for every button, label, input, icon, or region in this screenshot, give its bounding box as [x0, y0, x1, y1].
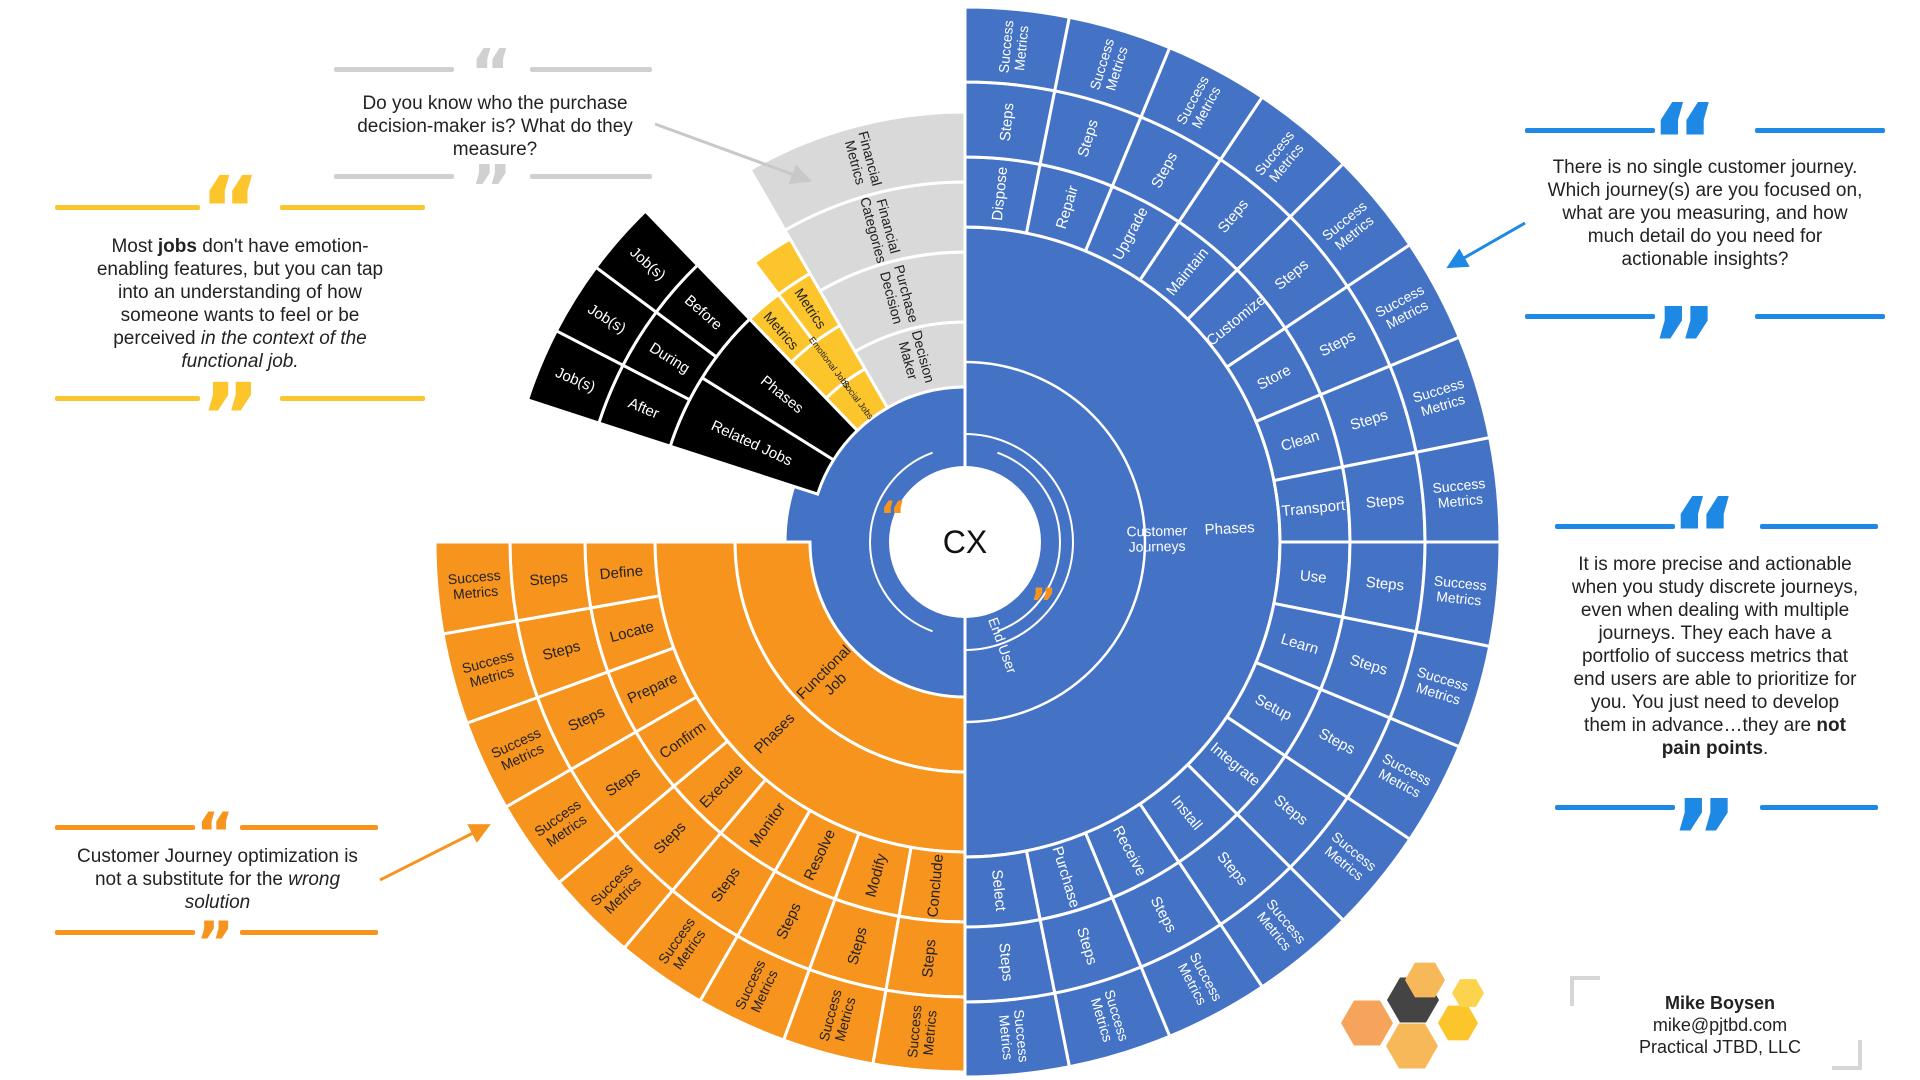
open-quote-icon: “ [1670, 475, 1739, 597]
arrow-icon [379, 824, 491, 882]
ring-line [869, 451, 933, 633]
orange-metrics-cell [433, 540, 519, 636]
author-email[interactable]: mike@pjtbd.com [1652, 1015, 1788, 1035]
blue-steps-label: Steps [1365, 574, 1405, 595]
close-quote-icon: ” [1670, 777, 1739, 899]
corner-bracket [1832, 1040, 1862, 1070]
quote-bar-bottom [1755, 314, 1885, 319]
close-quote-icon: ” [200, 364, 261, 471]
jobs-cell [593, 208, 700, 315]
blue-metrics-label: SuccessMetrics [995, 20, 1031, 76]
orange-steps-label: Steps [919, 939, 939, 979]
quote-text: Do you know who the purchase decision-ma… [357, 93, 633, 160]
blue-phase-label: Transport [1281, 497, 1347, 520]
author-block: Mike Boysen mike@pjtbd.com Practical JTB… [1610, 992, 1830, 1058]
orange-phase-label: Define [599, 562, 644, 583]
orange-steps-label: Steps [529, 569, 569, 589]
quote-bar-bottom [334, 174, 454, 179]
blue-phase-label: Use [1299, 567, 1327, 587]
center-label: CX [943, 524, 987, 560]
orange-metrics-label: SuccessMetrics [447, 567, 502, 603]
quote-text: It is more precise and actionable when y… [1571, 554, 1859, 759]
author-company: Practical JTBD, LLC [1638, 1037, 1802, 1057]
quote-text: There is no single customer journey. Whi… [1547, 157, 1863, 270]
quote-bar-top [334, 67, 454, 72]
orange-metrics-cell [503, 767, 619, 885]
close-quote-icon: ” [1650, 285, 1719, 407]
quote-bar-bottom [1555, 805, 1675, 810]
quote-bar-top [1555, 524, 1675, 529]
logo-hexagon [1341, 1000, 1393, 1046]
quote-bar-top [240, 825, 378, 830]
orange-phase-label: Conclude [924, 853, 946, 918]
open-quote-icon: “ [880, 494, 906, 540]
quote-bar-bottom [240, 930, 378, 935]
quote-bar-bottom [55, 930, 195, 935]
arrow-icon [1446, 221, 1526, 269]
logo-hexagon [1386, 1023, 1438, 1069]
logo-hexagon [1405, 962, 1445, 998]
blue-phase-label: Select [988, 869, 1009, 913]
open-quote-icon: “ [196, 800, 235, 868]
blue-steps-label: Steps [995, 942, 1016, 982]
blue-metrics-label: SuccessMetrics [996, 1009, 1032, 1065]
open-quote-icon: “ [200, 157, 261, 264]
orange-metrics-cell [465, 695, 574, 810]
quote-bar-top [1755, 128, 1885, 133]
ring-line [997, 451, 1061, 633]
orange-metrics-cell [697, 933, 812, 1042]
center-circle [889, 466, 1041, 618]
arrow-icon [654, 122, 812, 185]
quote-single-journey: There is no single customer journey. Whi… [1545, 156, 1865, 271]
quote-bar-top [280, 205, 425, 210]
orange-metrics-cell [556, 832, 675, 951]
orange-metrics-cell [781, 967, 888, 1066]
quote-bar-top [1525, 128, 1655, 133]
quote-bar-bottom [1760, 805, 1878, 810]
quote-bar-top [55, 205, 200, 210]
open-quote-icon: “ [1650, 81, 1719, 203]
orange-metrics-cell [441, 619, 540, 726]
logo-hexagon [1438, 1005, 1478, 1041]
close-quote-icon: ” [196, 909, 235, 977]
quote-emotional-jobs: Most jobs don't have emotion-enabling fe… [80, 235, 400, 373]
quote-purchase-decision: Do you know who the purchase decision-ma… [340, 92, 650, 161]
quote-bar-bottom [55, 396, 200, 401]
quote-bar-top [55, 825, 195, 830]
quote-bar-top [530, 67, 652, 72]
orange-metrics-cell [871, 988, 967, 1074]
customer-journeys-label: CustomerJourneys [1126, 522, 1188, 554]
blue-steps-label: Steps [997, 102, 1018, 142]
blue-phase-label: Dispose [989, 166, 1011, 222]
quote-bar-bottom [280, 396, 425, 401]
quote-text: Most jobs don't have emotion-enabling fe… [96, 236, 384, 372]
corner-bracket [1570, 976, 1600, 1006]
orange-metrics-cell [622, 888, 740, 1004]
quote-discrete-journeys: It is more precise and actionable when y… [1570, 553, 1860, 760]
open-quote-icon: “ [470, 37, 513, 111]
close-quote-icon: ” [1030, 581, 1056, 627]
quote-customer-journey-optimization: Customer Journey optimization is not a s… [70, 845, 365, 914]
financial-metrics-segment [747, 110, 967, 233]
logo-hexagon [1452, 979, 1484, 1007]
close-quote-icon: ” [470, 153, 513, 227]
phases-label: Phases [1204, 519, 1255, 539]
ring-line [964, 433, 1074, 651]
blue-metrics-label: SuccessMetrics [1432, 475, 1488, 511]
quote-text: Customer Journey optimization is not a s… [77, 846, 358, 913]
quote-bar-bottom [1525, 314, 1655, 319]
quote-bar-top [1760, 524, 1878, 529]
quote-bar-bottom [530, 174, 652, 179]
orange-metrics-label: SuccessMetrics [904, 1004, 940, 1059]
author-name: Mike Boysen [1664, 993, 1776, 1013]
blue-metrics-label: SuccessMetrics [1432, 572, 1488, 608]
blue-steps-label: Steps [1365, 491, 1405, 512]
